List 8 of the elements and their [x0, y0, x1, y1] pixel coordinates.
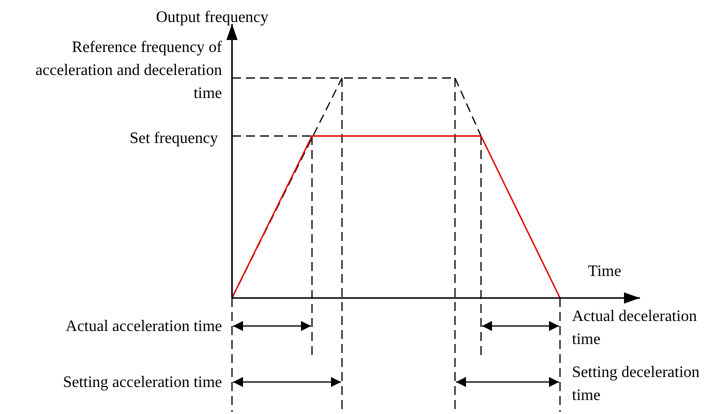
time-label: Setting deceleration time — [572, 363, 701, 406]
time-label: Setting acceleration time — [62, 373, 222, 393]
time-label: Actual deceleration time — [572, 307, 698, 350]
axis-label: Output frequency — [156, 8, 270, 28]
axis-value-label: Reference frequency of acceleration and deceleration time — [34, 38, 222, 104]
time-label: Actual acceleration time — [64, 317, 222, 337]
axis-value-label: Set frequency — [128, 129, 218, 149]
axis-label: Time — [588, 262, 622, 282]
